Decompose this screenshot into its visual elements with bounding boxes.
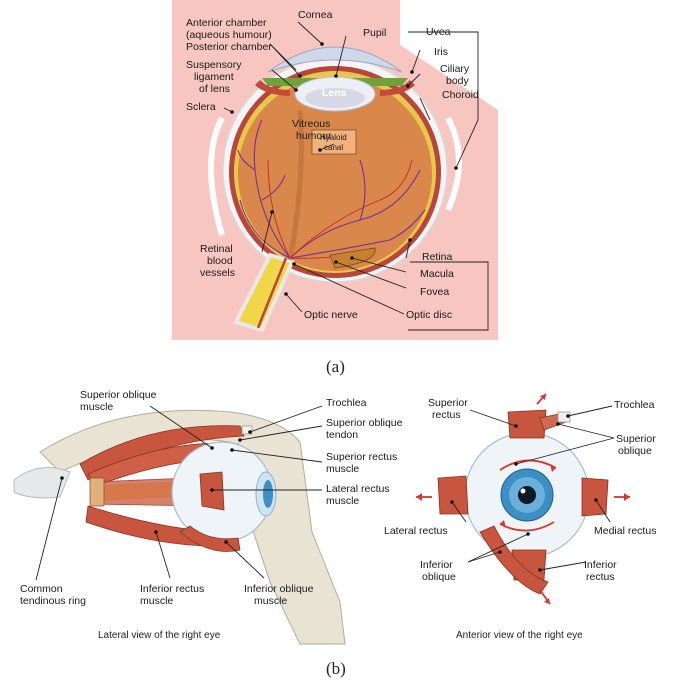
- label-suspensory-lens: of lens: [199, 83, 230, 95]
- label-superior-rectus-anterior-2: rectus: [432, 409, 461, 421]
- pupil-highlight: [521, 489, 526, 494]
- label-pupil: Pupil: [363, 27, 386, 39]
- label-suspensory-ligament: ligament: [194, 71, 234, 83]
- label-inferior-rectus-lateral: Inferior rectus: [140, 583, 204, 595]
- label-retina: Retina: [422, 251, 453, 263]
- label-retinal-vessels: vessels: [200, 267, 235, 279]
- label-so-tendon: Superior oblique: [326, 417, 403, 429]
- label-inferior-rectus-anterior: Inferior: [584, 559, 617, 571]
- label-medial-rectus-anterior: Medial rectus: [594, 525, 656, 537]
- label-uvea: Uvea: [426, 26, 451, 38]
- label-trochlea-anterior: Trochlea: [614, 399, 655, 411]
- label-suspensory: Suspensory: [186, 59, 242, 71]
- label-superior-oblique-muscle-2: muscle: [80, 401, 113, 413]
- common-tendinous-ring: [90, 478, 104, 506]
- label-superior-rectus-anterior: Superior: [428, 397, 468, 409]
- label-inferior-oblique-anterior: Inferior: [420, 559, 453, 571]
- label-superior-oblique-anterior-2: oblique: [618, 445, 652, 457]
- label-superior-rectus-lateral-2: muscle: [326, 463, 359, 475]
- label-vitreous: Vitreous: [292, 118, 330, 130]
- label-inferior-rectus-lateral-2: muscle: [140, 595, 173, 607]
- label-anterior-chamber: Anterior chamber: [186, 17, 267, 29]
- label-lateral-rectus-lateral: Lateral rectus: [326, 483, 390, 495]
- iris-lateral: [263, 480, 273, 508]
- label-superior-oblique-anterior: Superior: [616, 433, 656, 445]
- label-optic-nerve: Optic nerve: [304, 309, 358, 321]
- label-trochlea-lateral: Trochlea: [326, 397, 367, 409]
- label-macula: Macula: [420, 268, 454, 280]
- superior-rectus-anterior: [508, 410, 546, 438]
- title-lateral-view: Lateral view of the right eye: [98, 630, 221, 641]
- label-hyaloid-canal: canal: [324, 143, 343, 152]
- label-iris: Iris: [434, 46, 448, 58]
- label-superior-oblique-muscle: Superior oblique: [80, 389, 157, 401]
- label-ciliary-body: body: [446, 75, 470, 87]
- lateral-view: [14, 410, 345, 644]
- label-retinal: Retinal: [200, 243, 233, 255]
- label-common-ring: Common: [20, 583, 63, 595]
- extraocular-muscles-diagram: Superior oblique muscle Trochlea Superio…: [0, 382, 674, 682]
- label-retinal-blood: blood: [207, 255, 233, 267]
- label-lens: Lens: [322, 87, 347, 99]
- caption-a: (a): [326, 357, 345, 376]
- label-hyaloid: Hyaloid: [320, 133, 347, 142]
- label-inferior-oblique-lateral-2: muscle: [254, 595, 287, 607]
- pupil-anterior: [518, 486, 536, 504]
- label-inferior-oblique-anterior-2: oblique: [422, 571, 456, 583]
- label-optic-disc: Optic disc: [406, 309, 452, 321]
- label-so-tendon-2: tendon: [326, 429, 358, 441]
- label-lateral-rectus-lateral-2: muscle: [326, 495, 359, 507]
- orbit-floor: [14, 468, 70, 498]
- label-fovea: Fovea: [420, 286, 449, 298]
- label-lateral-rectus-anterior: Lateral rectus: [384, 525, 448, 537]
- label-ciliary: Ciliary: [440, 63, 470, 75]
- label-cornea: Cornea: [298, 9, 333, 21]
- label-inferior-oblique-lateral: Inferior oblique: [244, 583, 314, 595]
- label-superior-rectus-lateral: Superior rectus: [326, 451, 397, 463]
- title-anterior-view: Anterior view of the right eye: [456, 630, 583, 641]
- medial-rectus-anterior: [582, 478, 608, 516]
- eye-cross-section-diagram: Anterior chamber (aqueous humour) Poster…: [0, 0, 674, 382]
- lateral-rectus-anterior: [438, 476, 468, 514]
- label-choroid: Choroid: [442, 89, 479, 101]
- label-inferior-rectus-anterior-2: rectus: [586, 571, 615, 583]
- label-posterior-chamber: Posterior chamber: [186, 41, 272, 53]
- label-anterior-chamber-sub: (aqueous humour): [186, 29, 272, 41]
- caption-b: (b): [326, 659, 346, 678]
- label-sclera: Sclera: [186, 101, 216, 113]
- label-common-ring-2: tendinous ring: [20, 595, 86, 607]
